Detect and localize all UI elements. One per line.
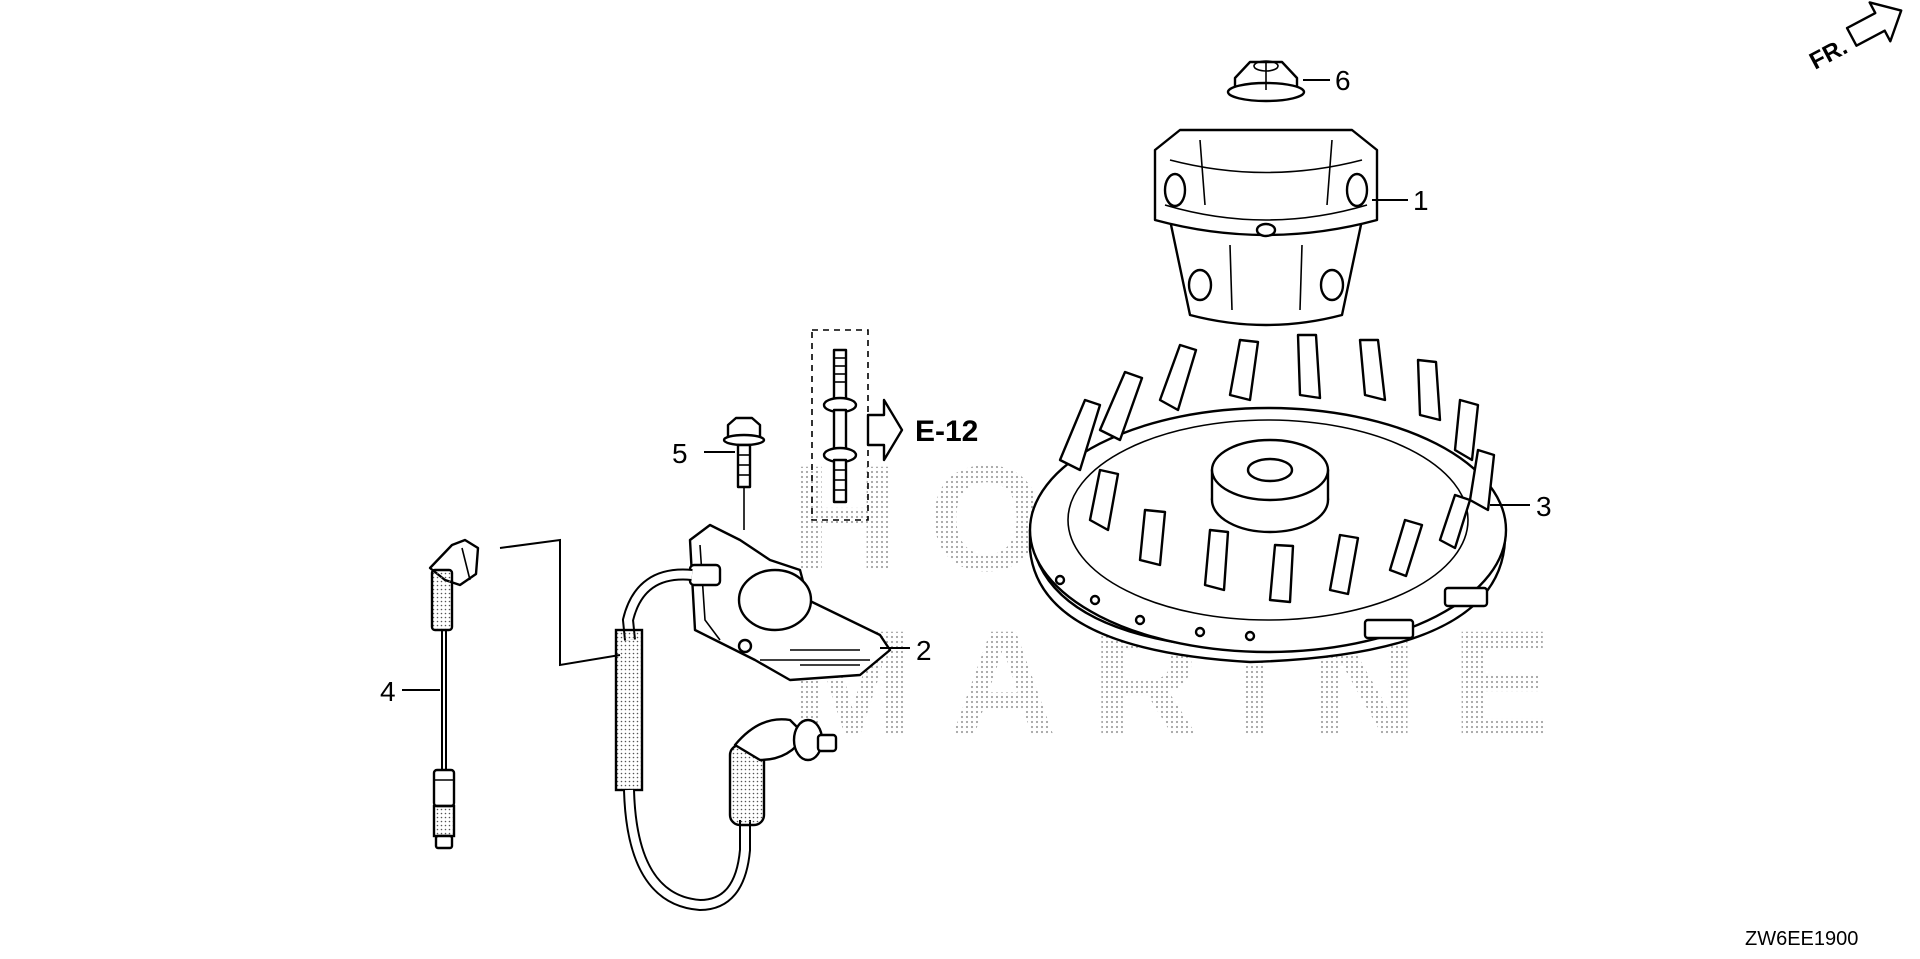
flywheel-3	[1028, 333, 1508, 664]
front-direction-indicator: FR.	[1805, 1, 1903, 75]
lead-wire-4	[428, 538, 480, 850]
callout-4: 4	[380, 676, 396, 707]
direction-label: FR.	[1805, 33, 1852, 75]
ignition-coil-2	[614, 523, 892, 912]
connection-line	[499, 538, 621, 667]
reference-studs	[811, 329, 869, 521]
callout-2: 2	[916, 635, 932, 666]
arrow-right-icon	[1845, 1, 1903, 47]
callout-6: 6	[1335, 65, 1351, 96]
callout-1: 1	[1413, 185, 1429, 216]
starter-pulley-1	[1153, 128, 1379, 327]
bolt-5	[722, 416, 766, 530]
diagram-code: ZW6EE1900	[1745, 928, 1858, 950]
callout-3: 3	[1536, 491, 1552, 522]
reference-arrow-icon	[866, 398, 904, 462]
flange-nut-6	[1226, 60, 1306, 103]
callout-5: 5	[672, 438, 688, 469]
reference-label: E-12	[915, 415, 978, 448]
